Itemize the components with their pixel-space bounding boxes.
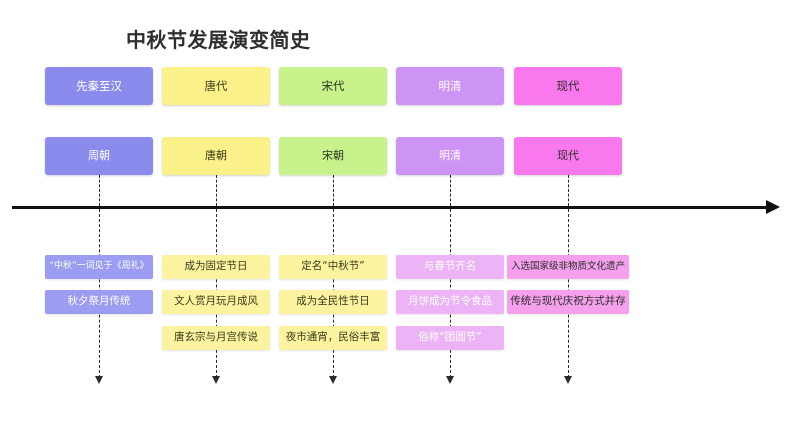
detail-label-4-0: 入选国家级非物质文化遗产 xyxy=(510,260,625,272)
detail-box-3-2: 俗称“团圆节” xyxy=(396,326,504,350)
detail-box-0-0: “中秋”一词见于《周礼》 xyxy=(45,255,153,279)
detail-label-2-0: 定名“中秋节” xyxy=(301,260,365,273)
era-label-4: 现代 xyxy=(556,78,580,93)
detail-box-1-2: 唐玄宗与月宫传说 xyxy=(162,326,270,350)
era-box-1: 唐代 xyxy=(162,67,270,105)
connector-upper-2 xyxy=(333,175,334,206)
era-box-3: 明清 xyxy=(396,67,504,105)
detail-label-3-1: 月饼成为节令食品 xyxy=(408,295,492,308)
connector-upper-0 xyxy=(99,175,100,206)
detail-label-3-2: 俗称“团圆节” xyxy=(418,331,482,344)
dynasty-box-4: 现代 xyxy=(514,137,622,175)
dynasty-label-4: 现代 xyxy=(557,148,579,162)
detail-box-2-0: 定名“中秋节” xyxy=(279,255,387,279)
dynasty-label-3: 明清 xyxy=(439,148,461,162)
era-box-4: 现代 xyxy=(514,67,622,105)
era-label-1: 唐代 xyxy=(204,78,228,93)
timeline-axis xyxy=(12,206,770,209)
connector-upper-4 xyxy=(568,175,569,206)
detail-label-2-2: 夜市通宵，民俗丰富 xyxy=(285,331,381,344)
dynasty-label-2: 宋朝 xyxy=(322,148,344,162)
detail-label-1-0: 成为固定节日 xyxy=(184,260,248,273)
detail-label-3-0: 与春节齐名 xyxy=(423,260,477,273)
detail-label-4-1: 传统与现代庆祝方式并存 xyxy=(510,295,626,308)
detail-box-4-1: 传统与现代庆祝方式并存 xyxy=(507,290,629,314)
dynasty-box-2: 宋朝 xyxy=(279,137,387,175)
detail-label-0-1: 秋夕祭月传统 xyxy=(67,295,131,308)
era-label-2: 宋代 xyxy=(321,78,345,93)
dynasty-box-3: 明清 xyxy=(396,137,504,175)
connector-arrow-icon-0 xyxy=(95,376,103,384)
connector-upper-3 xyxy=(450,175,451,206)
dynasty-box-1: 唐朝 xyxy=(162,137,270,175)
detail-label-2-1: 成为全民性节日 xyxy=(296,295,370,308)
connector-arrow-icon-1 xyxy=(212,376,220,384)
detail-box-0-1: 秋夕祭月传统 xyxy=(45,290,153,314)
page-title: 中秋节发展演变简史 xyxy=(126,28,311,52)
detail-box-3-1: 月饼成为节令食品 xyxy=(396,290,504,314)
detail-label-1-1: 文人赏月玩月成风 xyxy=(174,295,258,308)
era-box-0: 先秦至汉 xyxy=(45,67,153,105)
detail-box-3-0: 与春节齐名 xyxy=(396,255,504,279)
detail-box-1-1: 文人赏月玩月成风 xyxy=(162,290,270,314)
dynasty-label-0: 周朝 xyxy=(88,148,110,162)
detail-box-1-0: 成为固定节日 xyxy=(162,255,270,279)
era-label-3: 明清 xyxy=(438,78,462,93)
connector-upper-1 xyxy=(216,175,217,206)
era-label-0: 先秦至汉 xyxy=(76,78,122,93)
connector-arrow-icon-4 xyxy=(564,376,572,384)
detail-box-2-1: 成为全民性节日 xyxy=(279,290,387,314)
era-box-2: 宋代 xyxy=(279,67,387,105)
detail-box-2-2: 夜市通宵，民俗丰富 xyxy=(279,326,387,350)
timeline-arrow-icon xyxy=(766,200,780,214)
detail-label-0-0: “中秋”一词见于《周礼》 xyxy=(49,261,149,272)
detail-box-4-0: 入选国家级非物质文化遗产 xyxy=(507,255,629,279)
dynasty-box-0: 周朝 xyxy=(45,137,153,175)
dynasty-label-1: 唐朝 xyxy=(205,148,227,162)
connector-arrow-icon-3 xyxy=(446,376,454,384)
detail-label-1-2: 唐玄宗与月宫传说 xyxy=(174,331,258,344)
connector-arrow-icon-2 xyxy=(329,376,337,384)
